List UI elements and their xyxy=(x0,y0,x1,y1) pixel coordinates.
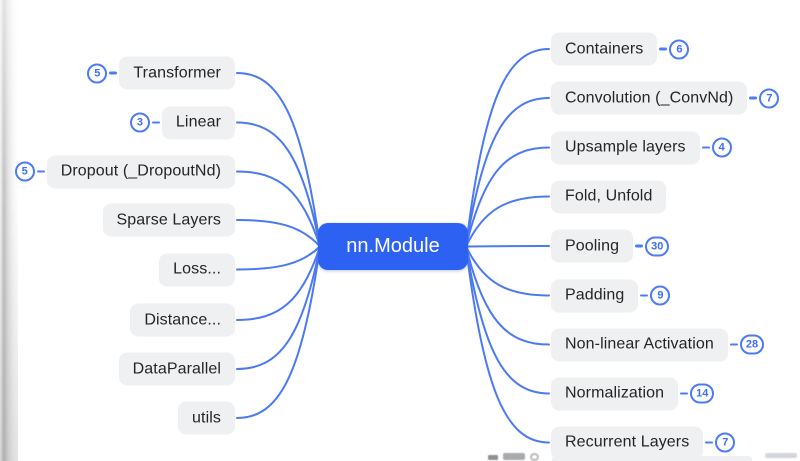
count-badge[interactable]: 5 xyxy=(87,63,108,83)
node-pooling[interactable]: Pooling xyxy=(551,229,634,263)
node-upsample-layers[interactable]: Upsample layers xyxy=(551,131,700,164)
branch-row-right: Containers 6 xyxy=(551,32,690,66)
page-edge-shadow xyxy=(0,0,18,461)
node-fold-unfold[interactable]: Fold, Unfold xyxy=(551,180,667,213)
count-badge[interactable]: 14 xyxy=(690,383,715,404)
edge xyxy=(236,245,321,370)
cutoff-row-artifact xyxy=(530,453,539,461)
branch-row-left: 5 Transformer xyxy=(87,56,235,90)
node-recurrent-layers[interactable]: Recurrent Layers xyxy=(551,426,704,459)
count-badge[interactable]: 9 xyxy=(650,285,671,306)
cutoff-row-artifact xyxy=(488,455,498,460)
node-linear[interactable]: Linear xyxy=(161,106,235,139)
badge-connector-dash xyxy=(701,146,710,149)
edge xyxy=(465,48,550,248)
branch-row-left: DataParallel xyxy=(118,352,235,386)
edge xyxy=(236,170,321,248)
center-node-label: nn.Module xyxy=(346,235,440,257)
badge-connector-dash xyxy=(705,441,714,444)
node-dataparallel[interactable]: DataParallel xyxy=(118,352,235,386)
branch-row-left: Loss... xyxy=(159,253,235,286)
node-padding[interactable]: Padding xyxy=(551,279,639,312)
count-badge[interactable]: 28 xyxy=(739,334,765,355)
count-badge[interactable]: 3 xyxy=(129,112,150,133)
edge xyxy=(236,245,321,321)
branch-row-right: Pooling 30 xyxy=(551,229,670,263)
node-distance[interactable]: Distance... xyxy=(130,303,235,337)
node-sparse-layers[interactable]: Sparse Layers xyxy=(102,203,235,237)
branch-row-left: 5 Dropout (_DropoutNd) xyxy=(14,155,235,188)
edge xyxy=(465,245,550,297)
branch-row-left: 3 Linear xyxy=(129,106,235,139)
node-non-linear-activation[interactable]: Non-linear Activation xyxy=(551,328,728,361)
badge-connector-dash xyxy=(36,170,45,173)
cutoff-row-artifact xyxy=(503,453,525,460)
badge-connector-dash xyxy=(640,294,649,297)
branch-row-right: Normalization 14 xyxy=(551,377,715,410)
edge xyxy=(465,146,550,248)
count-badge[interactable]: 4 xyxy=(711,137,732,158)
edge xyxy=(465,245,550,444)
edge xyxy=(465,97,550,248)
edge xyxy=(465,245,550,248)
edge xyxy=(236,72,321,248)
node-containers[interactable]: Containers xyxy=(551,32,658,66)
edge xyxy=(465,195,550,248)
count-badge[interactable]: 7 xyxy=(759,88,780,108)
node-dropout-dropoutnd[interactable]: Dropout (_DropoutNd) xyxy=(46,155,235,188)
node-normalization[interactable]: Normalization xyxy=(551,377,679,410)
node-loss[interactable]: Loss... xyxy=(159,253,235,286)
branch-row-left: Distance... xyxy=(130,303,235,337)
edge xyxy=(236,121,321,248)
edge xyxy=(236,245,321,419)
badge-connector-dash xyxy=(151,121,160,124)
badge-connector-dash xyxy=(635,244,644,248)
branch-row-right: Padding 9 xyxy=(551,279,671,312)
branch-row-left: utils xyxy=(178,401,235,435)
badge-connector-dash xyxy=(109,71,118,75)
edge xyxy=(465,245,550,395)
node-transformer[interactable]: Transformer xyxy=(119,56,235,90)
edge xyxy=(236,219,321,248)
branch-row-right: Recurrent Layers 7 xyxy=(551,426,736,459)
edge xyxy=(236,245,321,271)
node-nn-module[interactable]: nn.Module xyxy=(318,223,468,270)
branch-row-right: Non-linear Activation 28 xyxy=(551,328,765,361)
count-badge[interactable]: 30 xyxy=(645,236,670,256)
count-badge[interactable]: 7 xyxy=(715,432,736,453)
count-badge[interactable]: 5 xyxy=(14,161,35,182)
count-badge[interactable]: 6 xyxy=(669,39,690,59)
cutoff-row-artifact xyxy=(765,453,797,458)
branch-row-right: Upsample layers 4 xyxy=(551,131,732,164)
badge-connector-dash xyxy=(680,392,689,395)
edge xyxy=(465,245,550,346)
branch-row-right: Fold, Unfold xyxy=(551,180,667,213)
badge-connector-dash xyxy=(659,47,668,51)
badge-connector-dash xyxy=(749,96,758,100)
badge-connector-dash xyxy=(729,343,738,346)
branch-row-right: Convolution (_ConvNd) 7 xyxy=(551,81,780,115)
branch-row-left: Sparse Layers xyxy=(102,203,235,237)
node-utils[interactable]: utils xyxy=(178,401,235,435)
node-convolution-convnd[interactable]: Convolution (_ConvNd) xyxy=(551,81,748,115)
